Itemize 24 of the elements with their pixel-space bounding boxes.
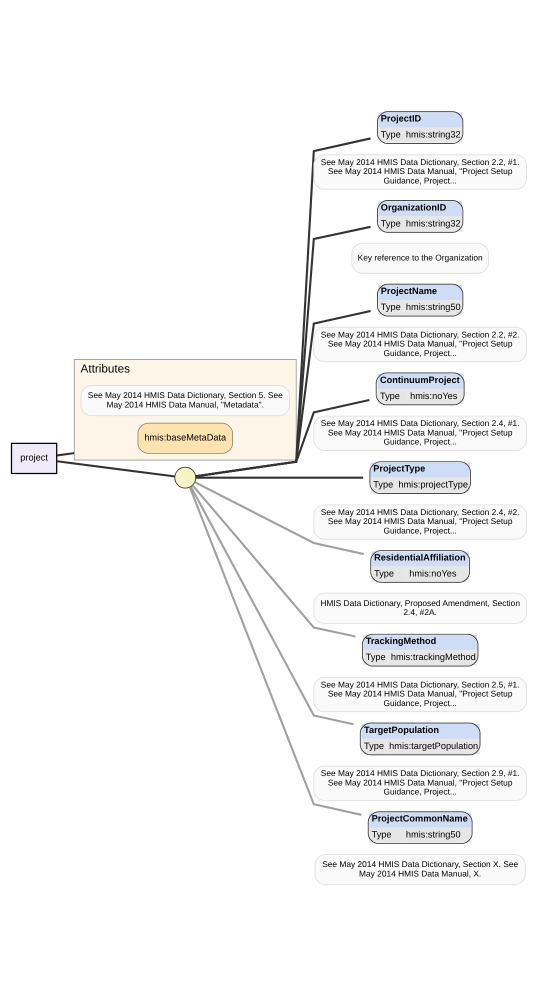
connector	[188, 486, 362, 816]
node-label: HMIS Data Dictionary, Proposed Amendment, Section 2.4, #2A.	[320, 597, 520, 616]
node-label: Key reference to the Organization	[358, 252, 483, 262]
connector	[196, 309, 371, 477]
node-label: See May 2014 HMIS Data Dictionary, Section 2.5, #1. See May 2014 HMIS Data Manual, "Project Setup Guidance, Project...	[320, 678, 520, 708]
node-label: See May 2014 HMIS Data Dictionary, Section 2.4, #2. See May 2014 HMIS Data Manual, "Project Setup Guidance, Project...	[320, 506, 520, 535]
connector	[190, 486, 354, 725]
node-box: project	[10, 442, 58, 474]
connector	[196, 136, 371, 477]
connector	[192, 484, 356, 638]
node-label: See May 2014 HMIS Data Dictionary, Section 2.9, #1. See May 2014 HMIS Data Manual, "Project Setup Guidance, Project...	[320, 768, 520, 796]
connector	[194, 480, 364, 555]
node-label: See May 2014 HMIS Data Dictionary, Section 2.4, #1. See May 2014 HMIS Data Manual, "Project Setup Guidance, Project...	[320, 418, 520, 446]
connector	[56, 460, 175, 477]
node-circle	[174, 466, 196, 488]
connector	[196, 476, 364, 478]
connector	[56, 452, 74, 456]
node-label: See May 2014 HMIS Data Dictionary, Section 5. See May 2014 HMIS Data Manual, "Metadata".	[88, 390, 283, 409]
connector	[196, 225, 371, 477]
connector	[196, 398, 370, 477]
node-label: See May 2014 HMIS Data Dictionary, Section X. See May 2014 HMIS Data Manual, X.	[322, 858, 518, 878]
node-label: See May 2014 HMIS Data Dictionary, Section 2.2, #1. See May 2014 HMIS Data Manual, "Project Setup Guidance, Project...	[320, 156, 520, 185]
node-box: hmis:baseMetaData	[138, 422, 233, 454]
node-label: See May 2014 HMIS Data Dictionary, Section 2.2, #2. See May 2014 HMIS Data Manual, "Project Setup Guidance, Project...	[320, 328, 520, 358]
